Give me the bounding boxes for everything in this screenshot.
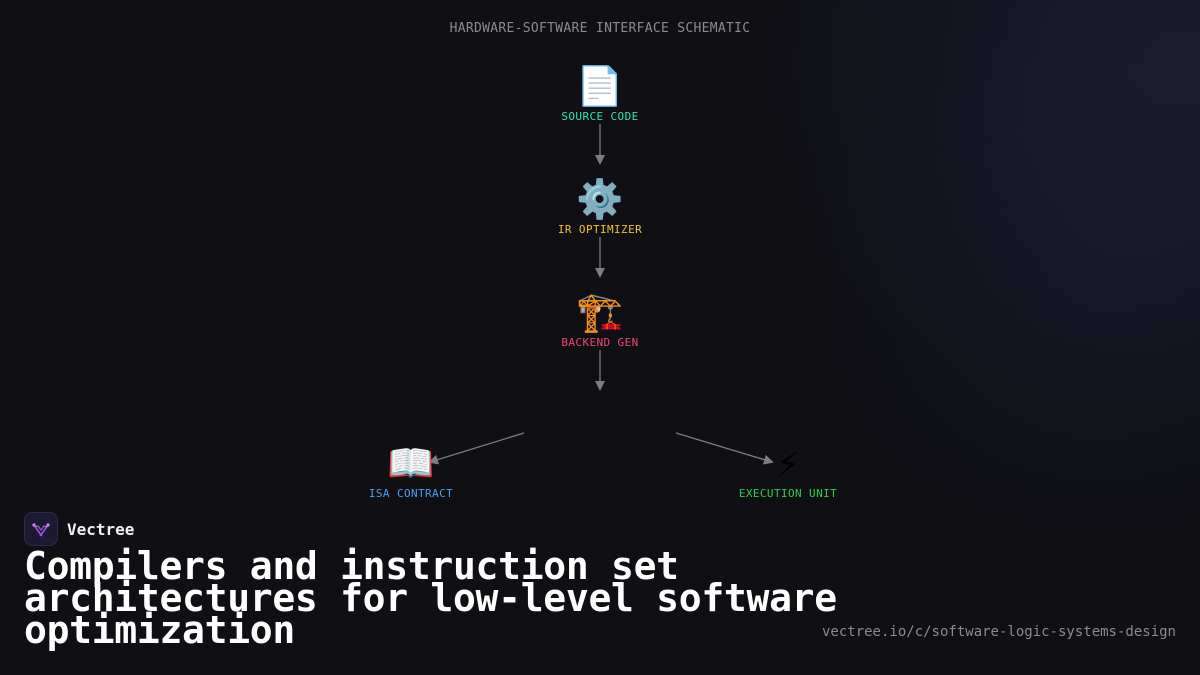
schematic-title: HARDWARE-SOFTWARE INTERFACE SCHEMATIC (449, 21, 751, 36)
node-ir-optimizer: ⚙️ IR OPTIMIZER (500, 177, 700, 236)
edge-backend-to-isa (428, 432, 525, 465)
node-label-isa-contract: ISA CONTRACT (368, 487, 454, 500)
document-icon: 📄 (576, 64, 624, 108)
brand-name: Vectree (67, 519, 135, 539)
open-book-icon: 📖 (387, 441, 435, 485)
site-url[interactable]: vectree.io/c/software-logic-systems-desi… (821, 624, 1176, 640)
lightning-icon: ⚡ (776, 441, 800, 485)
node-label-source-code: SOURCE CODE (561, 110, 639, 123)
node-execution-unit: ⚡ EXECUTION UNIT (688, 441, 888, 500)
node-backend-gen: 🏗️ BACKEND GEN (500, 290, 700, 349)
vectree-logo-icon (24, 512, 58, 546)
node-isa-contract: 📖 ISA CONTRACT (311, 441, 511, 500)
node-source-code: 📄 SOURCE CODE (500, 64, 700, 123)
node-label-ir-optimizer: IR OPTIMIZER (557, 223, 643, 236)
headline: Compilers and instruction set architectu… (24, 544, 837, 652)
node-label-execution-unit: EXECUTION UNIT (738, 487, 838, 500)
edge-backend-to-exec (675, 432, 774, 465)
node-label-backend-gen: BACKEND GEN (561, 336, 639, 349)
gear-icon: ⚙️ (576, 177, 624, 221)
brand[interactable]: Vectree (24, 512, 134, 546)
crane-icon: 🏗️ (576, 290, 624, 334)
